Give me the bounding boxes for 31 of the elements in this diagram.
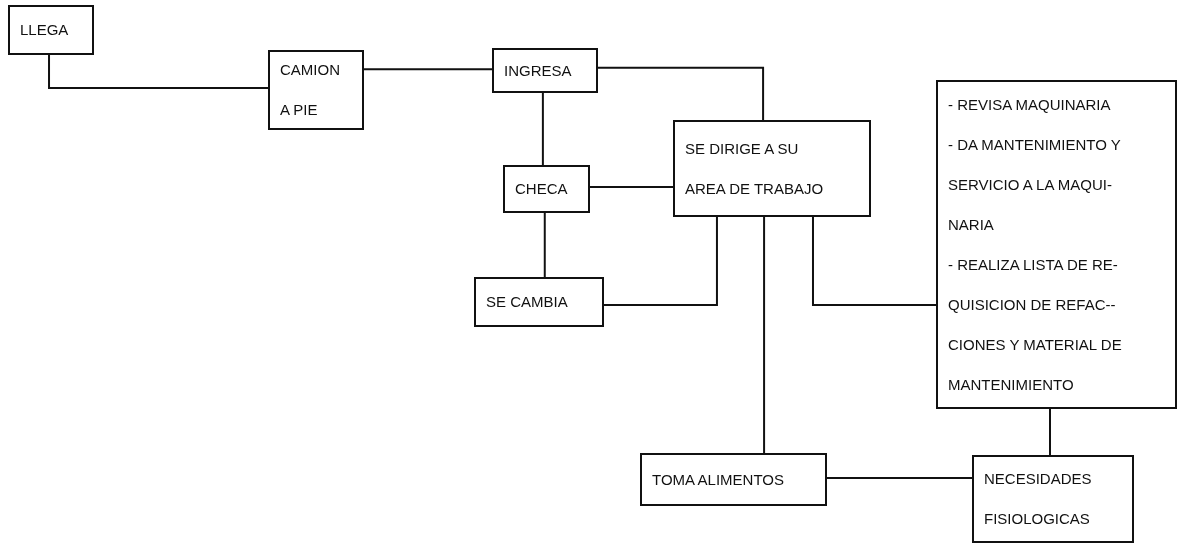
process-box (474, 277, 604, 327)
process-box (640, 453, 827, 506)
connector-line (603, 216, 718, 306)
process-box (492, 48, 598, 93)
box-label: CAMION A PIE (280, 60, 340, 120)
box-label: SE CAMBIA (486, 292, 569, 312)
box-label: CHECA (515, 179, 569, 199)
connector-line (589, 186, 674, 189)
process-box (503, 165, 590, 213)
connector-line (48, 54, 269, 89)
connector-line (363, 68, 493, 71)
box-label: NECESIDADES FISIOLOGICAS (984, 469, 1093, 529)
connector-line (597, 66, 765, 121)
connector-line (812, 216, 937, 307)
connector-line (763, 216, 766, 454)
connector-line (1049, 408, 1051, 456)
box-label: TOMA ALIMENTOS (652, 469, 785, 490)
connector-line (826, 476, 973, 479)
box-label: LLEGA (20, 20, 70, 40)
connector-line (541, 92, 544, 166)
process-box (268, 50, 364, 130)
process-box (972, 455, 1134, 543)
process-box (936, 80, 1177, 409)
box-label: SE DIRIGE A SU AREA DE TRABAJO (685, 138, 825, 199)
connector-line (543, 212, 546, 278)
box-label: INGRESA (504, 60, 573, 81)
process-box (673, 120, 871, 217)
process-box (8, 5, 94, 55)
box-label: - DA MANTENIMIENTO Y SERVICIO A LA MAQUI- NARIA (948, 134, 1122, 235)
box-label: - REVISA MAQUINARIA (948, 94, 1112, 115)
box-label: - REALIZA LISTA DE RE- QUISICION DE REFAC-- CIONES Y MATERIAL DE MANTENIMIENTO (948, 254, 1123, 395)
